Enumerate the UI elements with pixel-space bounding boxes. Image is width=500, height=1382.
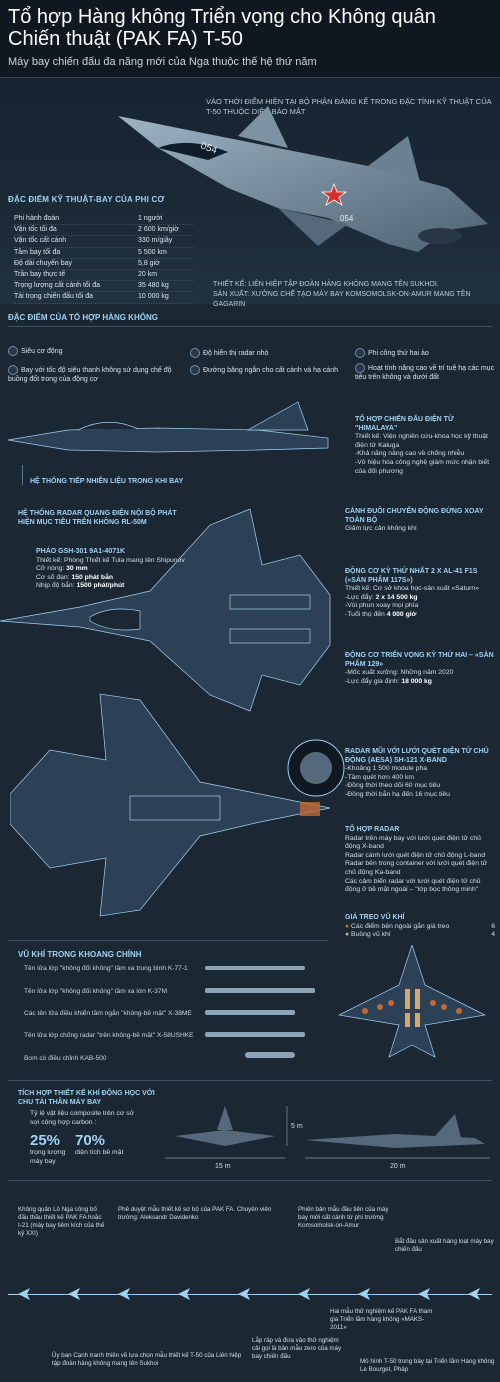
missiles-illustration: [205, 966, 315, 1058]
spec-value: 35 480 kg: [138, 282, 169, 290]
hero-jet-illustration: 054 054: [118, 106, 488, 252]
dim-wingspan: 15 m: [215, 1163, 231, 1170]
timeline-event-4: Bắt đầu sản xuất hàng loạt máy bay chiến…: [395, 1238, 494, 1253]
composite-surface: 70% diện tích bề mặt: [75, 1132, 124, 1156]
hardpoints-callout: GIÁ TREO VŨ KHÍ ● Các điểm bên ngoài gắn…: [345, 914, 495, 939]
timeline-event-2: Phê duyệt mẫu thiết kế sơ bộ của PAK FA.…: [118, 1206, 272, 1221]
spec-value: 5 500 km: [138, 248, 167, 256]
divider: [8, 1080, 492, 1081]
composites-title: TÍCH HỢP THIẾT KẾ KHÍ ĐỘNG HỌC VỚI CHU T…: [18, 1090, 155, 1106]
composites-note: Tỷ lệ vật liệu composite trên cơ sở sợi …: [30, 1110, 135, 1126]
weapon-3: Các tên lửa điều khiển tầm ngắn "không-b…: [24, 1010, 192, 1017]
page-title-line1: Tổ hợp Hàng không Triển vọng cho Không q…: [8, 6, 436, 28]
feature-5: Phi công thứ hai ảo: [355, 348, 495, 358]
spec-row: Độ dài chuyến bay 5,8 giờ: [14, 259, 194, 271]
optical-callout: HỆ THỐNG RADAR QUANG ĐIỆN NỘI BỘ PHÁT HI…: [18, 510, 177, 526]
spec-label: Trọng lượng cất cánh tối đa: [14, 282, 101, 290]
bottom-view-jet: [10, 693, 330, 917]
spec-row: Tải trọng chiến đấu tối đa 10 000 kg: [14, 292, 194, 304]
spec-row: Vận tốc cất cánh 330 m/giây: [14, 236, 194, 248]
radar-complex-callout: TỔ HỢP RADAR Radar trên máy bay với lưới…: [345, 826, 488, 894]
hardpoints-diagram: [337, 945, 487, 1058]
specs-title: ĐẶC ĐIỂM KỸ THUẬT-BAY CỦA PHI CƠ: [8, 195, 165, 204]
maker-production: Sản xuất: Xưởng chế tạo máy bay Komsomol…: [213, 291, 471, 308]
red-star-icon: [320, 182, 348, 206]
divider: [8, 326, 492, 327]
himalaya-callout: TỔ HỢP CHIẾN ĐẤU ĐIỆN TỬ "HIMALAYA" Thiế…: [355, 416, 490, 475]
radar-dish-icon: [287, 739, 345, 797]
feature-3: Độ hiển thị radar nhỏ: [190, 348, 330, 358]
intro-note: Vào thời điểm hiện tại bộ phận đáng kể t…: [206, 97, 492, 116]
engine1-callout: ĐỘNG CƠ KỲ THỨ NHẤT 2 x AL-41 F1S («SẢN …: [345, 568, 479, 618]
header: Tổ hợp Hàng không Triển vọng cho Không q…: [0, 0, 500, 78]
divider: [8, 1180, 492, 1181]
timeline-event-7: Ủy ban Cạnh tranh thiên về lựa chọn mẫu …: [52, 1352, 242, 1367]
jet-icon: [8, 346, 18, 356]
dimensions-diagram: 15 m 20 m 5 m: [165, 1106, 490, 1170]
maker-info: Thiết kế: Liên hiệp Tập đoàn hàng không …: [213, 280, 496, 310]
spec-value: 1 người: [138, 215, 163, 222]
composite-weight: 25% trọng lượng máy bay: [30, 1132, 66, 1165]
timeline-event-5: Hai mẫu thử nghiệm kế PAK FA tham gia Tr…: [330, 1308, 433, 1331]
timeline-markers: [18, 1288, 480, 1300]
refuel-label: HỆ THỐNG TIẾP NHIÊN LIỆU TRONG KHI BAY: [30, 478, 184, 485]
pilot-icon: [355, 348, 365, 358]
spec-label: Vận tốc tối đa: [14, 226, 57, 234]
spec-label: Tầm bay tối đa: [14, 248, 61, 256]
feature-6: Hoạt tính năng cao về trí tuệ hạ các mục…: [355, 363, 495, 381]
timeline-event-3: Phiên bản mẫu đầu tiên của máy bay mới c…: [298, 1206, 389, 1229]
spec-row: Tầm bay tối đa 5 500 km: [14, 248, 194, 259]
page-subtitle: Máy bay chiến đấu đa năng mới của Nga th…: [8, 56, 317, 68]
spec-value: 2 600 km/giờ: [138, 226, 179, 234]
timeline-event-8: Mô hình T-50 trong bày tại Triển lãm Hàn…: [360, 1358, 495, 1373]
target-icon: [355, 363, 365, 373]
weapon-5: Bom có điều chỉnh KAB-500: [24, 1055, 107, 1062]
spec-value: 10 000 kg: [138, 293, 169, 301]
wing-callout: CÁNH ĐUÔI CHUYỂN ĐỘNG ĐỨNG XOAY TOÀN BỘ …: [345, 508, 484, 533]
engine2-callout: ĐỘNG CƠ TRIỂN VỌNG KỲ THỨ HAI – «SẢN PHẨ…: [345, 652, 494, 685]
spec-label: Vận tốc cất cánh: [14, 237, 67, 245]
weapons-title: VŨ KHÍ TRONG KHOANG CHÍNH: [18, 950, 142, 959]
leader-line: [22, 465, 23, 485]
feature-2: Bay với tốc độ siêu thanh không sử dụng …: [8, 365, 172, 383]
divider: [8, 940, 328, 941]
page-title-line2: Chiến thuật (PAK FA) T-50: [8, 28, 243, 50]
runway-icon: [190, 365, 200, 375]
feature-1: Siêu cơ động: [8, 346, 178, 356]
spec-label: Độ dài chuyến bay: [14, 259, 72, 267]
gun-callout: PHÁO GSh-301 9A1-4071K Thiết kế: Phòng T…: [36, 548, 185, 590]
spec-row: Trần bay thực tế 20 km: [14, 270, 194, 282]
spec-label: Trần bay thực tế: [14, 271, 66, 279]
spec-value: 20 km: [138, 271, 158, 279]
spec-row: Trọng lượng cất cánh tối đa 35 480 kg: [14, 281, 194, 293]
speed-icon: [8, 365, 18, 375]
weapon-2: Tên lửa lớp "không đối không" tầm xa lớn…: [24, 988, 168, 995]
features-title: ĐẶC ĐIỂM CỦA TỔ HỢP HÀNG KHÔNG: [8, 313, 158, 322]
dim-length: 20 m: [390, 1163, 406, 1170]
jet-number-tail: 054: [340, 214, 354, 223]
weapon-4: Tên lửa lớp chống radar "trên không-bề m…: [24, 1032, 194, 1039]
side-view-jet: [8, 401, 329, 453]
spec-value: 5,8 giờ: [138, 259, 160, 267]
spec-row: Phi hành đoàn 1 người: [14, 214, 194, 226]
spec-value: 330 m/giây: [138, 237, 173, 245]
radar-callout: RADAR MŨI VỚI LƯỚI QUÉT ĐIỆN TỬ CHỦ ĐỘNG…: [345, 748, 489, 798]
radar-icon: [190, 348, 200, 358]
timeline-event-6: Lắp ráp và đưa vào thử nghiệm cải gọi là…: [252, 1337, 342, 1360]
spec-label: Phi hành đoàn: [14, 215, 60, 222]
spec-label: Tải trọng chiến đấu tối đa: [14, 293, 93, 301]
feature-4: Đường băng ngắn cho cất cánh và hạ cánh: [190, 365, 350, 375]
weapon-1: Tên lửa lớp "không đối không" tầm xa tru…: [24, 965, 188, 972]
top-view-jet: [0, 508, 331, 712]
timeline-axis: [8, 1294, 492, 1295]
maker-design: Thiết kế: Liên hiệp Tập đoàn hàng không …: [213, 281, 439, 288]
dim-height: 5 m: [291, 1123, 303, 1130]
timeline-event-1: Không quân Lô Nga công bố đấu thầu thiết…: [18, 1206, 105, 1237]
spec-row: Vận tốc tối đa 2 600 km/giờ: [14, 225, 194, 237]
